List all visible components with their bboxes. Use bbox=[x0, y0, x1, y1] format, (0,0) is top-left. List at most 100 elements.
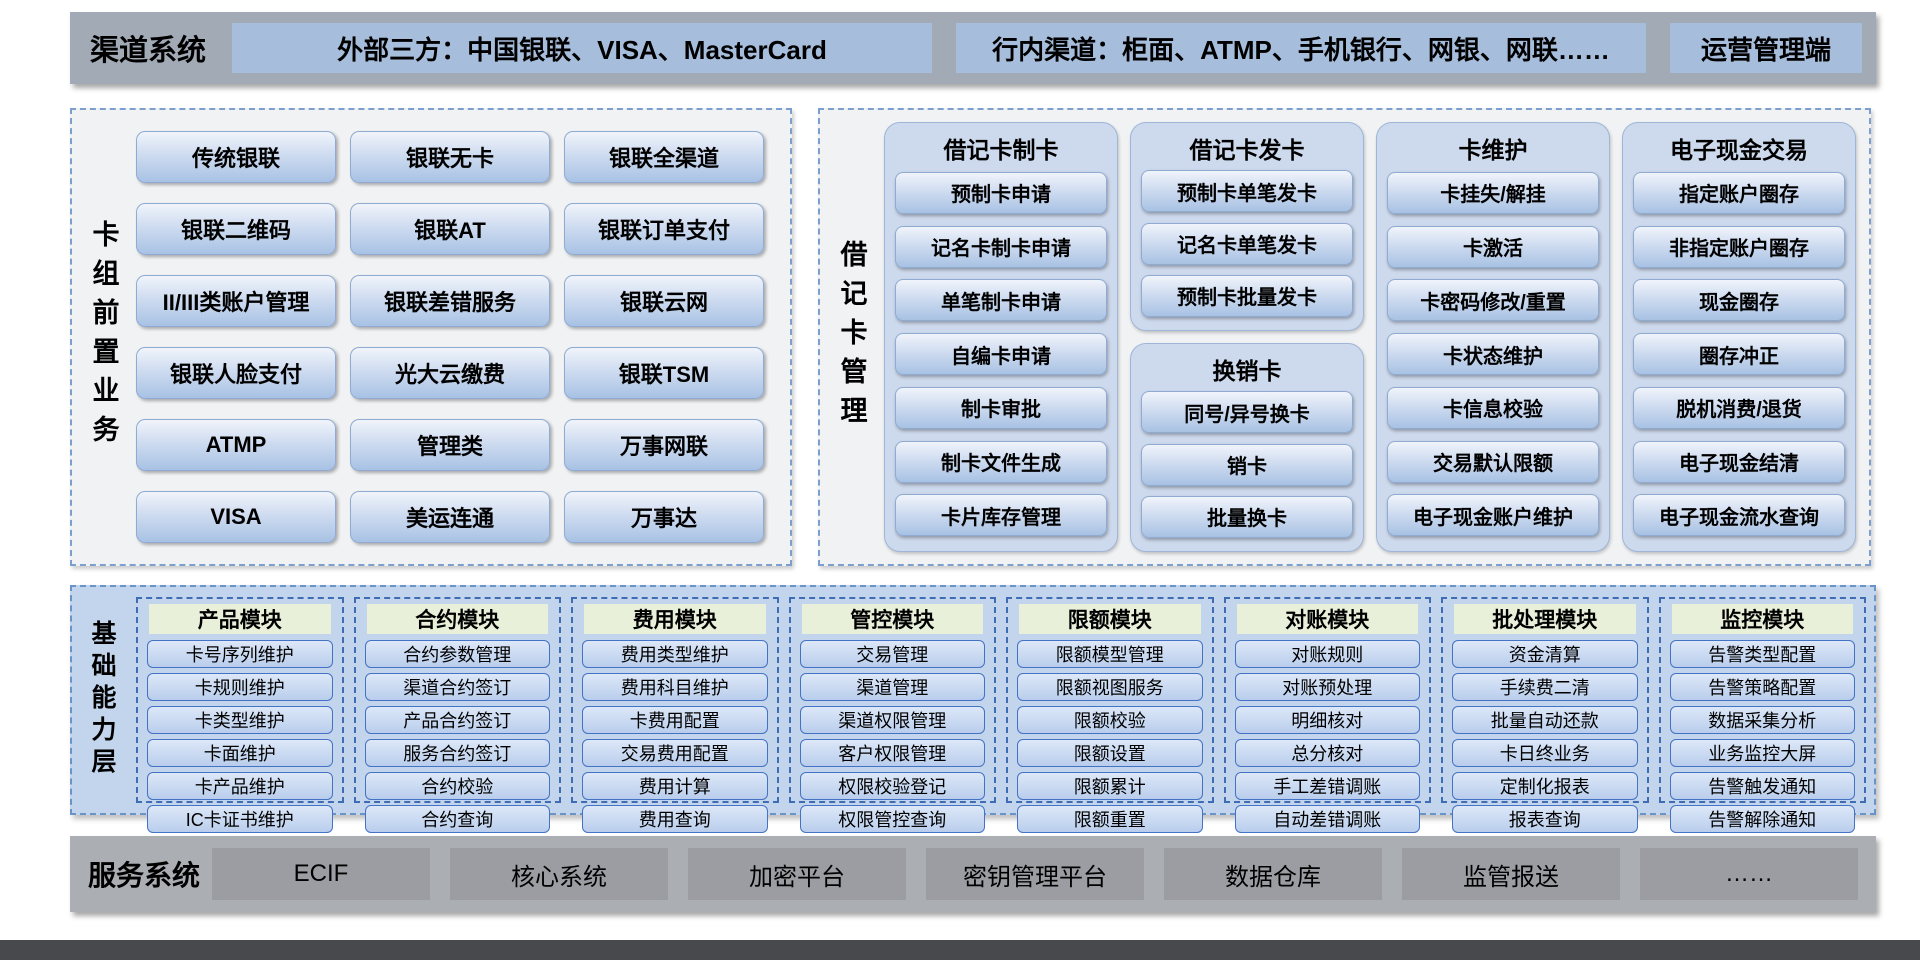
capability-module: 合约模块合约参数管理渠道合约签订产品合约签订服务合约签订合约校验合约查询 bbox=[353, 597, 561, 833]
capability-node: 资金清算 bbox=[1452, 640, 1638, 668]
capability-layer-title: 基础能力层 bbox=[88, 620, 116, 780]
debit-card-group: 借记卡发卡预制卡单笔发卡记名卡单笔发卡预制卡批量发卡 bbox=[1130, 122, 1364, 331]
debit-node: 单笔制卡申请 bbox=[895, 279, 1107, 322]
debit-card-group: 换销卡同号/异号换卡销卡批量换卡 bbox=[1130, 343, 1364, 552]
debit-node: 批量换卡 bbox=[1141, 495, 1353, 538]
debit-node: 卡状态维护 bbox=[1387, 333, 1599, 375]
capability-node: 自动差错调账 bbox=[1234, 805, 1420, 833]
card-front-node: 光大云缴费 bbox=[350, 347, 550, 399]
capability-node: 卡日终业务 bbox=[1452, 739, 1638, 767]
capability-module: 管控模块交易管理渠道管理渠道权限管理客户权限管理权限校验登记权限管控查询 bbox=[788, 597, 996, 833]
capability-module-buttons: 合约参数管理渠道合约签订产品合约签订服务合约签订合约校验合约查询 bbox=[364, 640, 550, 833]
card-front-node: 传统银联 bbox=[136, 131, 336, 183]
debit-node: 自编卡申请 bbox=[895, 333, 1107, 375]
debit-node: 销卡 bbox=[1141, 443, 1353, 486]
debit-card-management-panel: 借记卡管理 借记卡制卡预制卡申请记名卡制卡申请单笔制卡申请自编卡申请制卡审批制卡… bbox=[818, 108, 1871, 566]
capability-node: 限额视图服务 bbox=[1017, 673, 1203, 701]
capability-node: 权限管控查询 bbox=[799, 805, 985, 833]
debit-node: 记名卡单笔发卡 bbox=[1141, 222, 1353, 265]
capability-module-title: 管控模块 bbox=[801, 604, 983, 634]
capability-module-title: 对账模块 bbox=[1236, 604, 1418, 634]
debit-card-group: 借记卡制卡预制卡申请记名卡制卡申请单笔制卡申请自编卡申请制卡审批制卡文件生成卡片… bbox=[884, 122, 1118, 552]
debit-group-buttons: 同号/异号换卡销卡批量换卡 bbox=[1141, 390, 1353, 539]
card-front-node: 银联订单支付 bbox=[564, 203, 764, 255]
capability-node: 对账规则 bbox=[1234, 640, 1420, 668]
debit-node: 预制卡批量发卡 bbox=[1141, 274, 1353, 317]
card-front-node: ATMP bbox=[136, 419, 336, 471]
debit-group-title: 卡维护 bbox=[1458, 137, 1528, 163]
capability-node: 业务监控大屏 bbox=[1669, 739, 1855, 767]
service-box-3: 加密平台 bbox=[688, 848, 906, 900]
capability-node: 渠道权限管理 bbox=[799, 706, 985, 734]
capability-node: 限额设置 bbox=[1017, 739, 1203, 767]
service-box-2: 核心系统 bbox=[450, 848, 668, 900]
debit-node: 电子现金结清 bbox=[1633, 440, 1845, 483]
capability-module-buttons: 资金清算手续费二清批量自动还款卡日终业务定制化报表报表查询 bbox=[1452, 640, 1638, 833]
capability-module-title: 产品模块 bbox=[149, 604, 331, 634]
capability-node: IC卡证书维护 bbox=[147, 805, 333, 833]
debit-card-group: 电子现金交易指定账户圈存非指定账户圈存现金圈存圈存冲正脱机消费/退货电子现金结清… bbox=[1622, 122, 1856, 552]
debit-node: 现金圈存 bbox=[1633, 279, 1845, 322]
capability-node: 限额模型管理 bbox=[1017, 640, 1203, 668]
capability-node: 费用查询 bbox=[582, 805, 768, 833]
capability-node: 客户权限管理 bbox=[799, 739, 985, 767]
debit-group-title: 换销卡 bbox=[1212, 358, 1282, 384]
debit-node: 预制卡单笔发卡 bbox=[1141, 170, 1353, 213]
channel-box-3: 运营管理端 bbox=[1670, 23, 1862, 73]
capability-node: 卡面维护 bbox=[147, 739, 333, 767]
capability-node: 服务合约签订 bbox=[364, 739, 550, 767]
debit-node: 非指定账户圈存 bbox=[1633, 225, 1845, 268]
debit-node: 卡信息校验 bbox=[1387, 386, 1599, 429]
card-front-node: 万事网联 bbox=[564, 419, 764, 471]
capability-node: 总分核对 bbox=[1234, 739, 1420, 767]
capability-node: 手续费二清 bbox=[1452, 673, 1638, 701]
card-front-node: 银联差错服务 bbox=[350, 275, 550, 327]
capability-module-buttons: 限额模型管理限额视图服务限额校验限额设置限额累计限额重置 bbox=[1017, 640, 1203, 833]
service-box-1: ECIF bbox=[212, 848, 430, 900]
capability-node: 卡类型维护 bbox=[147, 706, 333, 734]
debit-group-buttons: 指定账户圈存非指定账户圈存现金圈存圈存冲正脱机消费/退货电子现金结清电子现金流水… bbox=[1633, 169, 1845, 539]
debit-node: 制卡审批 bbox=[895, 386, 1107, 429]
capability-node: 渠道合约签订 bbox=[364, 673, 550, 701]
capability-module-title: 监控模块 bbox=[1671, 604, 1853, 634]
capability-node: 合约查询 bbox=[364, 805, 550, 833]
debit-group-buttons: 卡挂失/解挂卡激活卡密码修改/重置卡状态维护卡信息校验交易默认限额电子现金账户维… bbox=[1387, 169, 1599, 539]
card-front-node: 银联二维码 bbox=[136, 203, 336, 255]
debit-card-management-title: 借记卡管理 bbox=[836, 239, 867, 435]
capability-module-buttons: 费用类型维护费用科目维护卡费用配置交易费用配置费用计算费用查询 bbox=[582, 640, 768, 833]
capability-module-title: 批处理模块 bbox=[1454, 604, 1636, 634]
debit-card-group: 卡维护卡挂失/解挂卡激活卡密码修改/重置卡状态维护卡信息校验交易默认限额电子现金… bbox=[1376, 122, 1610, 552]
capability-layer-label-wrap: 基础能力层 bbox=[78, 597, 126, 803]
card-front-node: 管理类 bbox=[350, 419, 550, 471]
debit-node: 卡密码修改/重置 bbox=[1387, 279, 1599, 322]
debit-node: 同号/异号换卡 bbox=[1141, 391, 1353, 434]
debit-card-management-label-wrap: 借记卡管理 bbox=[820, 110, 884, 564]
debit-node: 电子现金流水查询 bbox=[1633, 494, 1845, 537]
capability-node: 报表查询 bbox=[1452, 805, 1638, 833]
capability-node: 数据采集分析 bbox=[1669, 706, 1855, 734]
capability-module-buttons: 交易管理渠道管理渠道权限管理客户权限管理权限校验登记权限管控查询 bbox=[799, 640, 985, 833]
card-front-node: VISA bbox=[136, 491, 336, 543]
debit-node: 记名卡制卡申请 bbox=[895, 225, 1107, 268]
debit-node: 卡挂失/解挂 bbox=[1387, 171, 1599, 214]
capability-module-title: 费用模块 bbox=[584, 604, 766, 634]
card-front-business-label-wrap: 卡组前置业务 bbox=[72, 110, 136, 564]
debit-card-column: 卡维护卡挂失/解挂卡激活卡密码修改/重置卡状态维护卡信息校验交易默认限额电子现金… bbox=[1376, 122, 1610, 552]
debit-node: 圈存冲正 bbox=[1633, 333, 1845, 375]
card-front-node: II/III类账户管理 bbox=[136, 275, 336, 327]
capability-node: 卡号序列维护 bbox=[147, 640, 333, 668]
capability-node: 限额校验 bbox=[1017, 706, 1203, 734]
card-front-node: 银联人脸支付 bbox=[136, 347, 336, 399]
channel-system-title: 渠道系统 bbox=[90, 35, 207, 67]
capability-module: 限额模块限额模型管理限额视图服务限额校验限额设置限额累计限额重置 bbox=[1006, 597, 1214, 833]
capability-node: 权限校验登记 bbox=[799, 772, 985, 800]
card-front-node: 银联云网 bbox=[564, 275, 764, 327]
